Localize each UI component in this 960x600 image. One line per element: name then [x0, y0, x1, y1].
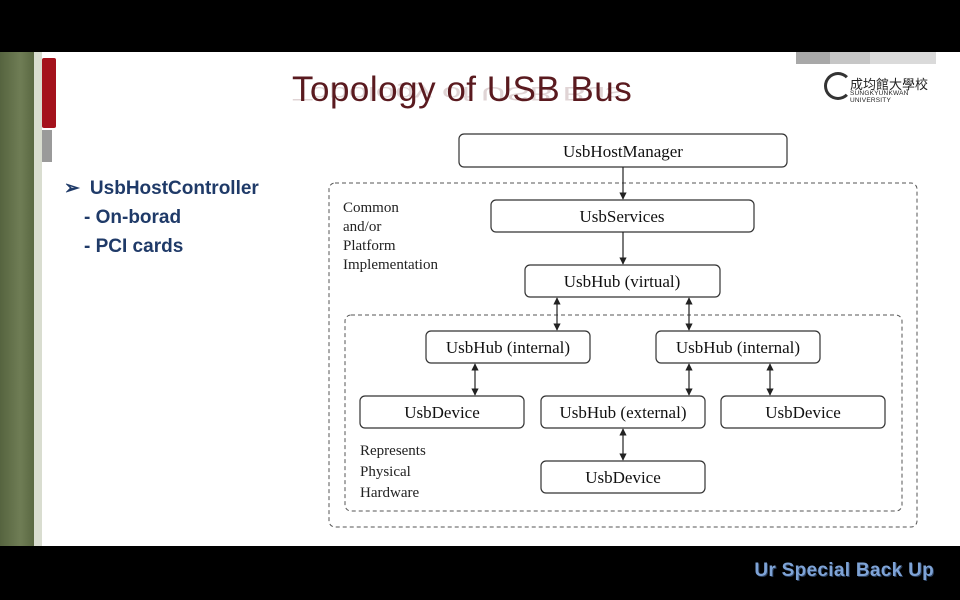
- left-decorative-band: [0, 52, 34, 546]
- physical-region-label-line: Physical: [360, 464, 411, 480]
- node-label: UsbHub (virtual): [564, 272, 681, 291]
- slide-canvas: Topology of USB Bus Topology of USB Bus …: [0, 52, 960, 546]
- slide-title-reflection: Topology of USB Bus: [292, 82, 623, 104]
- usb-topology-diagram: Common and/or Platform Implementation Re…: [328, 133, 918, 528]
- node-label: UsbHub (internal): [446, 338, 570, 357]
- top-black-bar: [0, 0, 960, 52]
- node-label: UsbHub (internal): [676, 338, 800, 357]
- bullet-sub-item: - PCI cards: [84, 236, 184, 257]
- red-accent-tab: [42, 58, 56, 128]
- bullet-item-main: ➢ UsbHostController: [64, 174, 259, 203]
- bullet-main-text: UsbHostController: [89, 178, 259, 199]
- node-usb-device-left: UsbDevice: [359, 395, 525, 429]
- node-usb-device-right: UsbDevice: [720, 395, 886, 429]
- node-usb-hub-internal-left: UsbHub (internal): [425, 330, 591, 364]
- node-usb-hub-virtual: UsbHub (virtual): [524, 264, 721, 298]
- logo-chinese-name: 成均館大學校: [850, 78, 929, 93]
- gray-accent-tab: [42, 130, 52, 162]
- bottom-black-bar: [0, 546, 960, 600]
- common-region-label-line: and/or: [343, 219, 381, 235]
- footer-slogan: Ur Special Back Up: [754, 560, 934, 581]
- bullet-arrow-icon: ➢: [64, 178, 80, 199]
- node-label: UsbHub (external): [560, 403, 687, 422]
- node-usb-services: UsbServices: [490, 199, 755, 233]
- common-region-label-line: Implementation: [343, 257, 438, 273]
- node-label: UsbDevice: [765, 403, 841, 422]
- slide-title: Topology of USB Bus: [292, 70, 633, 109]
- node-label: UsbDevice: [404, 403, 480, 422]
- physical-region-label-line: Represents: [360, 443, 426, 459]
- node-label: UsbDevice: [585, 468, 661, 487]
- left-decorative-stripe: [34, 52, 42, 546]
- common-region-label-line: Platform: [343, 238, 396, 254]
- node-usb-device-bottom: UsbDevice: [540, 460, 706, 494]
- node-usb-hub-internal-right: UsbHub (internal): [655, 330, 821, 364]
- physical-region-border: [344, 314, 903, 512]
- corner-decoration: [796, 52, 936, 64]
- university-emblem-icon: [824, 72, 852, 100]
- node-usb-hub-external: UsbHub (external): [540, 395, 706, 429]
- bullet-list: ➢ UsbHostController - On-borad - PCI card…: [64, 174, 259, 261]
- node-label: UsbHostManager: [563, 142, 683, 161]
- common-region-label-line: Common: [343, 200, 399, 216]
- node-usb-host-manager: UsbHostManager: [458, 133, 788, 168]
- physical-region-label-line: Hardware: [360, 485, 419, 501]
- logo-english-name: SUNGKYUNKWAN UNIVERSITY: [850, 90, 909, 104]
- bullet-sub-item: - On-borad: [84, 207, 182, 228]
- university-logo: 成均館大學校 SUNGKYUNKWAN UNIVERSITY: [820, 70, 940, 106]
- node-label: UsbServices: [580, 207, 665, 226]
